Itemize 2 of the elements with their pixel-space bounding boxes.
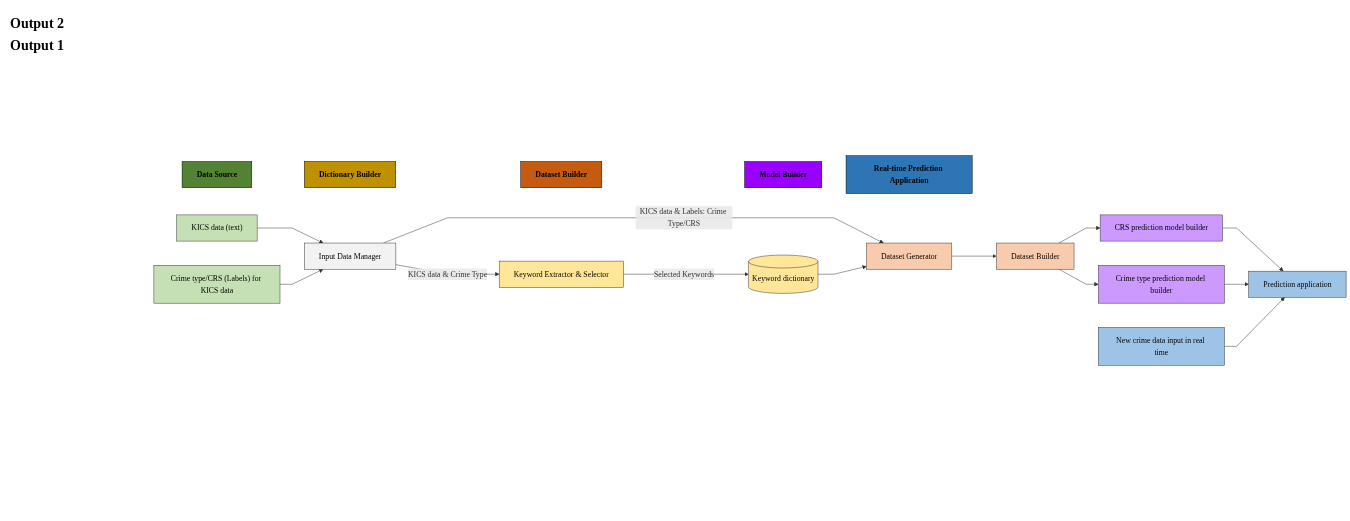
output-label: Output 1 <box>10 38 66 54</box>
output-label: Output 2 <box>10 16 66 32</box>
